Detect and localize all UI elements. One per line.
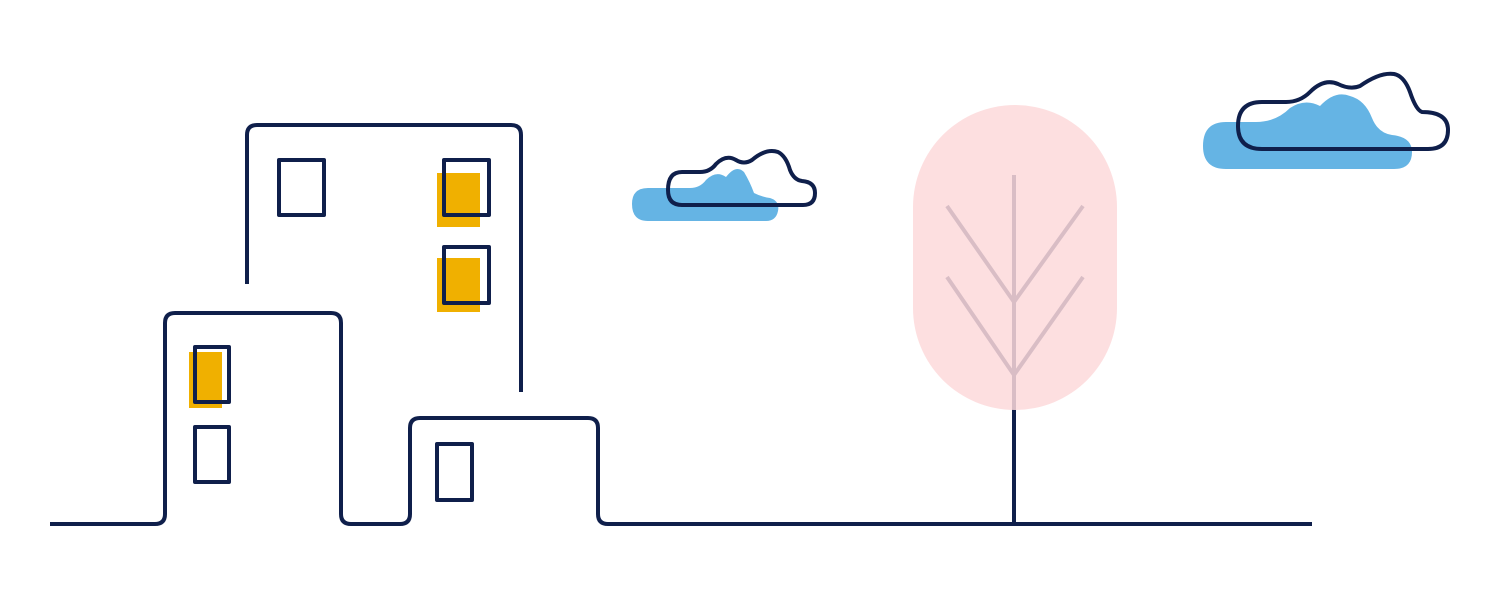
cloud-fill-left	[632, 168, 779, 221]
tree-canopy	[913, 105, 1117, 410]
window-highlights	[189, 173, 480, 408]
window	[193, 345, 231, 404]
window	[435, 442, 474, 502]
cloud-fill-right	[1203, 94, 1412, 169]
window	[193, 425, 231, 484]
window	[442, 158, 491, 217]
window	[442, 245, 491, 305]
tall-building	[245, 123, 523, 392]
cloud-outline-left	[666, 149, 817, 207]
window	[277, 158, 326, 217]
ground-and-buildings	[50, 311, 1312, 526]
cloud-outline-right	[1236, 71, 1450, 151]
